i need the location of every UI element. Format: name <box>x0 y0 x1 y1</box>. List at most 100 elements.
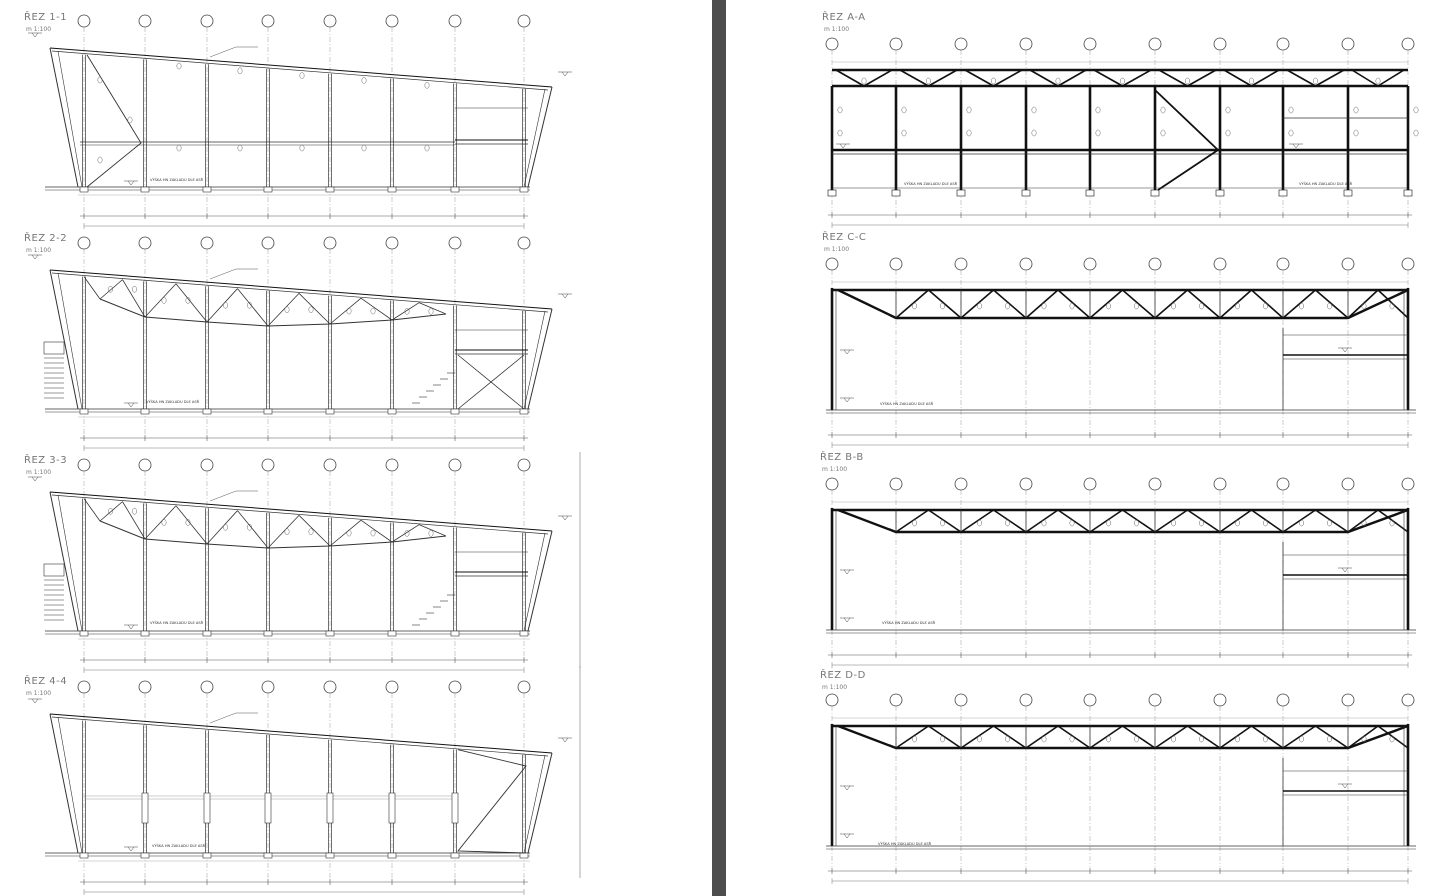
section-3-3-right-facade <box>527 530 553 632</box>
section-b-b-connection <box>1299 519 1304 527</box>
section-a-a-connection <box>1313 77 1318 85</box>
section-b-b-connection <box>1235 519 1240 527</box>
section-3-3-roof-leader <box>209 490 258 502</box>
section-2-2-truss-diagonal <box>175 283 208 323</box>
section-d-d-grid-bubble <box>1276 693 1290 707</box>
section-b-b-diagonal <box>1315 509 1349 533</box>
section-2-2-truss-diagonal <box>237 288 269 327</box>
section-title-4-4: ŘEZ 4-4 <box>24 676 68 687</box>
section-3-3-left-facade-inner <box>57 494 83 632</box>
section-2-2-column-base <box>140 408 150 415</box>
section-3-3-column-base <box>140 630 150 637</box>
drawing-sheet-right: ŘEZ A-A m 1:100 VÝŠKA HN ZAKLADU DLE ASŘ… <box>726 0 1441 896</box>
section-d-d-diagonal <box>1377 725 1409 749</box>
section-c-c-bottom-chord <box>837 288 1409 320</box>
section-a-a-column-base <box>1150 189 1160 197</box>
section-3-3-truss-diagonal <box>99 501 123 522</box>
section-4-4-column-sleeve <box>388 792 396 824</box>
section-1-1-level-triangle <box>31 32 39 38</box>
section-3-3-truss-diagonal <box>391 524 420 543</box>
section-a-a-connection <box>966 106 972 114</box>
section-1-1-level-triangle <box>561 71 569 77</box>
section-a-a-connection <box>1225 129 1231 137</box>
section-4-4-column-base <box>140 852 150 859</box>
section-1-1-roof-top <box>49 47 553 88</box>
section-b-b-diagonal <box>1154 509 1188 533</box>
section-2-2-connection <box>108 286 113 293</box>
section-4-4-column-base <box>79 852 89 859</box>
section-c-c-diagonal <box>1282 289 1317 319</box>
section-2-2-connection <box>404 308 410 315</box>
section-2-2-stair-landing <box>43 341 65 355</box>
section-scale-d-d: m 1:100 <box>822 684 848 691</box>
section-b-b-bottom-chord <box>837 508 1409 534</box>
section-1-1-connection <box>299 144 305 152</box>
section-a-a-connection <box>1160 129 1166 137</box>
section-a-a-diagonal <box>1351 69 1379 87</box>
section-b-b-connection <box>912 519 917 527</box>
foundation-note-3-3: VÝŠKA HN ZAKLADU DLE ASŘ <box>150 620 204 625</box>
section-4-4-grid-bubble <box>200 680 214 694</box>
section-c-c-level-triangle <box>843 397 851 403</box>
section-a-a-connection <box>1095 129 1101 137</box>
section-1-1-bracing <box>86 54 142 188</box>
section-1-1-connection <box>176 144 182 152</box>
section-d-d-grid-bubble <box>889 693 903 707</box>
section-1-1-column-base <box>79 186 89 193</box>
section-3-3-truss-diagonal <box>329 519 362 547</box>
section-4-4-roof-top <box>49 713 553 754</box>
section-4-4-level-triangle <box>561 737 569 743</box>
section-scale-c-c: m 1:100 <box>824 246 850 253</box>
section-a-a-diagonal <box>863 69 893 87</box>
section-b-b-connection <box>1041 519 1047 527</box>
section-4-4-column-sleeve <box>264 792 272 824</box>
section-a-a-diagonal <box>1093 69 1123 87</box>
section-b-b-diagonal <box>993 509 1027 533</box>
section-3-3-connection <box>404 530 410 537</box>
section-a-a-connection <box>901 129 907 137</box>
section-a-a-column-base <box>1403 189 1413 197</box>
section-a-a-connection <box>1375 77 1381 85</box>
section-3-3-connection <box>428 530 434 537</box>
section-b-b-level-triangle <box>1341 567 1349 573</box>
section-3-3-roof-top <box>49 491 553 532</box>
section-a-a-column-base <box>1278 189 1288 197</box>
section-drawing-3-3: VÝŠKA HN ZAKLADU DLE ASŘ <box>28 452 581 673</box>
section-1-1-column-base <box>263 186 273 193</box>
section-a-a-bracing <box>1157 149 1219 191</box>
section-4-4-level-triangle <box>127 846 135 852</box>
section-c-c-diagonal <box>927 289 962 319</box>
section-d-d-diagonal <box>1187 725 1221 749</box>
section-d-d-connection <box>1299 735 1304 743</box>
section-a-a-connection <box>1031 106 1037 114</box>
section-a-a-connection <box>1160 106 1166 114</box>
section-1-1-connection <box>424 82 430 89</box>
section-a-a-connection <box>1225 106 1231 114</box>
section-a-a-diagonal <box>1377 69 1405 87</box>
section-a-a-connection <box>1353 106 1359 114</box>
section-3-3-stair-landing <box>43 563 65 577</box>
section-b-b-connection <box>1389 519 1395 527</box>
section-3-3-column-base <box>450 630 460 637</box>
section-drawing-a-a: VÝŠKA HN ZAKLADU DLE ASŘ VÝŠKA HN ZAKLAD… <box>825 37 1419 228</box>
section-title-b-b: ŘEZ B-B <box>820 452 864 463</box>
foundation-note-d-d: VÝŠKA HN ZAKLADU DLE ASŘ <box>878 841 932 846</box>
section-drawing-2-2: VÝŠKA HN ZAKLADU DLE ASŘ <box>28 236 572 451</box>
section-c-c-connection <box>1327 302 1332 310</box>
section-b-b-connection <box>977 519 982 527</box>
section-4-4-column-base <box>202 852 212 859</box>
section-a-a-connection <box>1353 129 1359 137</box>
section-c-c-connection <box>1199 302 1204 310</box>
section-2-2-level-triangle <box>127 402 135 408</box>
foundation-note-a-a-1: VÝŠKA HN ZAKLADU DLE ASŘ <box>904 181 958 186</box>
section-1-1-roof-bottom <box>51 50 549 91</box>
section-a-a-connection <box>966 129 972 137</box>
section-4-4-roof-leader <box>209 712 258 724</box>
section-3-3-connection <box>108 508 113 515</box>
section-a-a-diagonal <box>964 69 994 87</box>
section-4-4-right-facade <box>527 752 553 854</box>
section-2-2-truss-diagonal <box>298 293 331 325</box>
section-d-d-grid-bubble <box>1401 693 1415 707</box>
section-scale-b-b: m 1:100 <box>822 466 848 473</box>
section-2-2-right-facade <box>527 308 553 410</box>
